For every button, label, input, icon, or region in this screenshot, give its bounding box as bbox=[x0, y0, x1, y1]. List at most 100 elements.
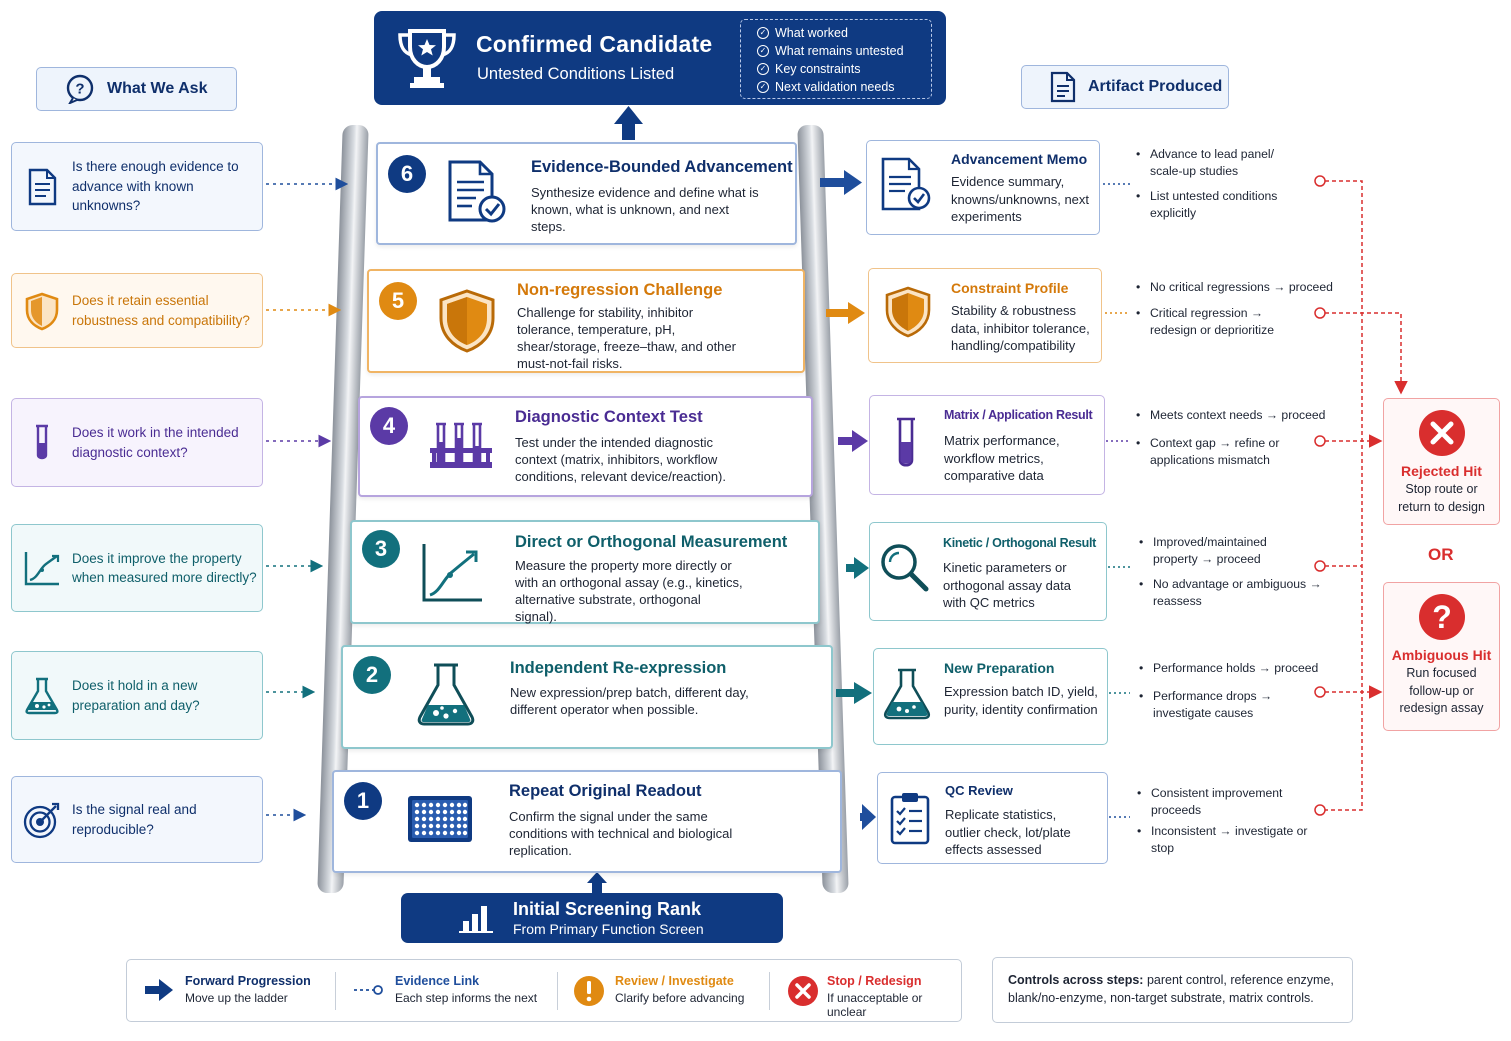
artifact-description: Expression batch ID, yield, purity, iden… bbox=[944, 684, 1098, 717]
shield-icon bbox=[439, 289, 495, 353]
checklist-item: ✓Next validation needs bbox=[757, 78, 931, 96]
shield-icon bbox=[885, 286, 931, 338]
outcome-proceed-2: Performance holds → proceed bbox=[1139, 660, 1333, 677]
step-title: Evidence-Bounded Advancement bbox=[531, 158, 793, 176]
evidence-link-icon bbox=[354, 985, 383, 995]
legend-divider bbox=[769, 972, 770, 1010]
step-number-badge: 1 bbox=[344, 782, 382, 820]
bottom-title: Initial Screening Rank bbox=[513, 899, 702, 919]
legend-forward-progression: Forward Progression Move up the ladder bbox=[185, 974, 311, 1005]
rejected-hit-description: Stop route or return to design bbox=[1398, 482, 1485, 514]
artifact-title: Kinetic / Orthogonal Result bbox=[943, 536, 1097, 550]
outcome-links bbox=[1103, 183, 1130, 818]
outcome-stop-4: Context gap → refine or applications mis… bbox=[1136, 435, 1300, 469]
legend-evidence-link: Evidence Link Each step informs the next bbox=[395, 974, 538, 1005]
artifact-matrix-application-result: Matrix / Application Result Matrix perfo… bbox=[869, 395, 1105, 495]
outcome-stop-5: Critical regression → redesign or deprio… bbox=[1136, 305, 1300, 339]
stop-x-icon bbox=[788, 976, 818, 1006]
outcome-stop-3: No advantage or ambiguous → reassess bbox=[1139, 576, 1328, 610]
step-3-direct-orthogonal-measurement: 3 Direct or Orthogonal Measurement Measu… bbox=[350, 520, 820, 624]
step-description: Measure the property more directly or wi… bbox=[515, 558, 743, 624]
outcome-stop-1: Inconsistent → investigate or stop bbox=[1137, 823, 1311, 857]
controls-label: Controls across steps: bbox=[1008, 973, 1144, 987]
forward-arrows bbox=[587, 106, 643, 894]
step-5-non-regression-challenge: 5 Non-regression Challenge Challenge for… bbox=[367, 269, 805, 373]
bar-chart-icon bbox=[459, 906, 493, 933]
well-plate-icon bbox=[408, 796, 472, 842]
bottom-subtitle: From Primary Function Screen bbox=[513, 921, 704, 937]
step-6-evidence-bounded-advancement: 6 Evidence-Bounded Advancement Synthesiz… bbox=[376, 142, 797, 245]
artifact-arrows bbox=[820, 170, 876, 830]
document-check-icon bbox=[448, 160, 506, 223]
artifact-description: Kinetic parameters or orthogonal assay d… bbox=[943, 560, 1071, 610]
artifact-constraint-profile: Constraint Profile Stability & robustnes… bbox=[868, 268, 1102, 363]
checklist-item: ✓What worked bbox=[757, 24, 931, 42]
x-circle-icon bbox=[1418, 410, 1465, 456]
shield-icon bbox=[25, 292, 59, 330]
outcome-proceed-5: No critical regressions → proceed bbox=[1136, 279, 1345, 296]
question-text: Does it retain essential robustness and … bbox=[72, 293, 250, 328]
step-description: Test under the intended diagnostic conte… bbox=[515, 435, 727, 484]
confirmed-candidate-banner: Confirmed Candidate Untested Conditions … bbox=[374, 11, 946, 105]
test-tube-icon bbox=[36, 424, 48, 459]
stop-routes bbox=[1314, 175, 1408, 816]
question-text: Does it improve the property when measur… bbox=[72, 550, 257, 586]
growth-chart-icon bbox=[422, 544, 482, 602]
artifact-description: Replicate statistics, outlier check, lot… bbox=[945, 807, 1071, 857]
step-4-diagnostic-context-test: 4 Diagnostic Context Test Test under the… bbox=[358, 396, 813, 497]
step-number-badge: 6 bbox=[388, 155, 426, 193]
what-we-ask-header: ? What We Ask bbox=[36, 67, 237, 111]
check-icon: ✓ bbox=[757, 63, 769, 75]
artifact-description: Stability & robustness data, inhibitor t… bbox=[951, 303, 1090, 353]
what-we-ask-label: What We Ask bbox=[107, 80, 208, 97]
legend-divider bbox=[557, 972, 558, 1010]
or-label: OR bbox=[1428, 545, 1454, 564]
artifact-new-preparation: New Preparation Expression batch ID, yie… bbox=[873, 648, 1108, 745]
artifact-title: QC Review bbox=[945, 783, 1013, 798]
check-icon: ✓ bbox=[757, 81, 769, 93]
flask-icon bbox=[417, 663, 475, 726]
question-step-4: Does it work in the intended diagnostic … bbox=[11, 398, 263, 487]
question-step-3: Does it improve the property when measur… bbox=[11, 524, 263, 612]
svg-text:?: ? bbox=[75, 81, 84, 98]
ambiguous-hit-description: Run focused follow-up or redesign assay bbox=[1399, 666, 1484, 715]
document-icon bbox=[1050, 71, 1076, 103]
step-description: Confirm the signal under the same condit… bbox=[509, 809, 733, 858]
step-title: Repeat Original Readout bbox=[509, 782, 702, 800]
target-icon bbox=[23, 802, 60, 838]
test-tube-rack-icon bbox=[430, 422, 492, 468]
outcome-proceed-4: Meets context needs → proceed bbox=[1136, 407, 1340, 424]
flask-icon bbox=[25, 677, 59, 714]
warning-circle-icon bbox=[574, 976, 604, 1006]
step-title: Non-regression Challenge bbox=[517, 281, 723, 299]
question-step-5: Does it retain essential robustness and … bbox=[11, 273, 263, 348]
check-icon: ✓ bbox=[757, 27, 769, 39]
step-title: Diagnostic Context Test bbox=[515, 408, 703, 426]
top-subtitle: Untested Conditions Listed bbox=[477, 65, 675, 83]
step-title: Independent Re-expression bbox=[510, 659, 727, 677]
question-step-2: Does it hold in a new preparation and da… bbox=[11, 651, 263, 740]
question-text: Does it work in the intended diagnostic … bbox=[72, 425, 239, 460]
question-links bbox=[266, 177, 349, 822]
svg-text:?: ? bbox=[1432, 599, 1452, 635]
checklist-item: ✓What remains untested bbox=[757, 42, 931, 60]
step-description: New expression/prep batch, different day… bbox=[510, 685, 749, 717]
question-step-6: Is there enough evidence to advance with… bbox=[11, 142, 263, 231]
artifact-description: Matrix performance, workflow metrics, co… bbox=[944, 433, 1060, 483]
test-tube-icon bbox=[897, 417, 915, 467]
legend-divider bbox=[335, 972, 336, 1010]
step-title: Direct or Orthogonal Measurement bbox=[515, 533, 788, 551]
ambiguous-hit-title: Ambiguous Hit bbox=[1391, 647, 1492, 663]
legend: Forward Progression Move up the ladder E… bbox=[126, 959, 962, 1022]
growth-chart-icon bbox=[24, 552, 60, 586]
question-step-1: Is the signal real and reproducible? bbox=[11, 776, 263, 863]
step-2-independent-re-expression: 2 Independent Re-expression New expressi… bbox=[341, 645, 833, 749]
controls-text: parent control, reference enzyme, blank/… bbox=[1008, 973, 1334, 1005]
step-1-repeat-original-readout: 1 Repeat Original Readout Confirm the si… bbox=[332, 770, 842, 873]
artifact-title: Constraint Profile bbox=[951, 280, 1069, 296]
question-text: Does it hold in a new preparation and da… bbox=[72, 678, 200, 713]
artifact-produced-header: Artifact Produced bbox=[1021, 65, 1229, 109]
artifact-kinetic-orthogonal-result: Kinetic / Orthogonal Result Kinetic para… bbox=[869, 522, 1107, 621]
question-text: Is the signal real and reproducible? bbox=[72, 802, 197, 837]
